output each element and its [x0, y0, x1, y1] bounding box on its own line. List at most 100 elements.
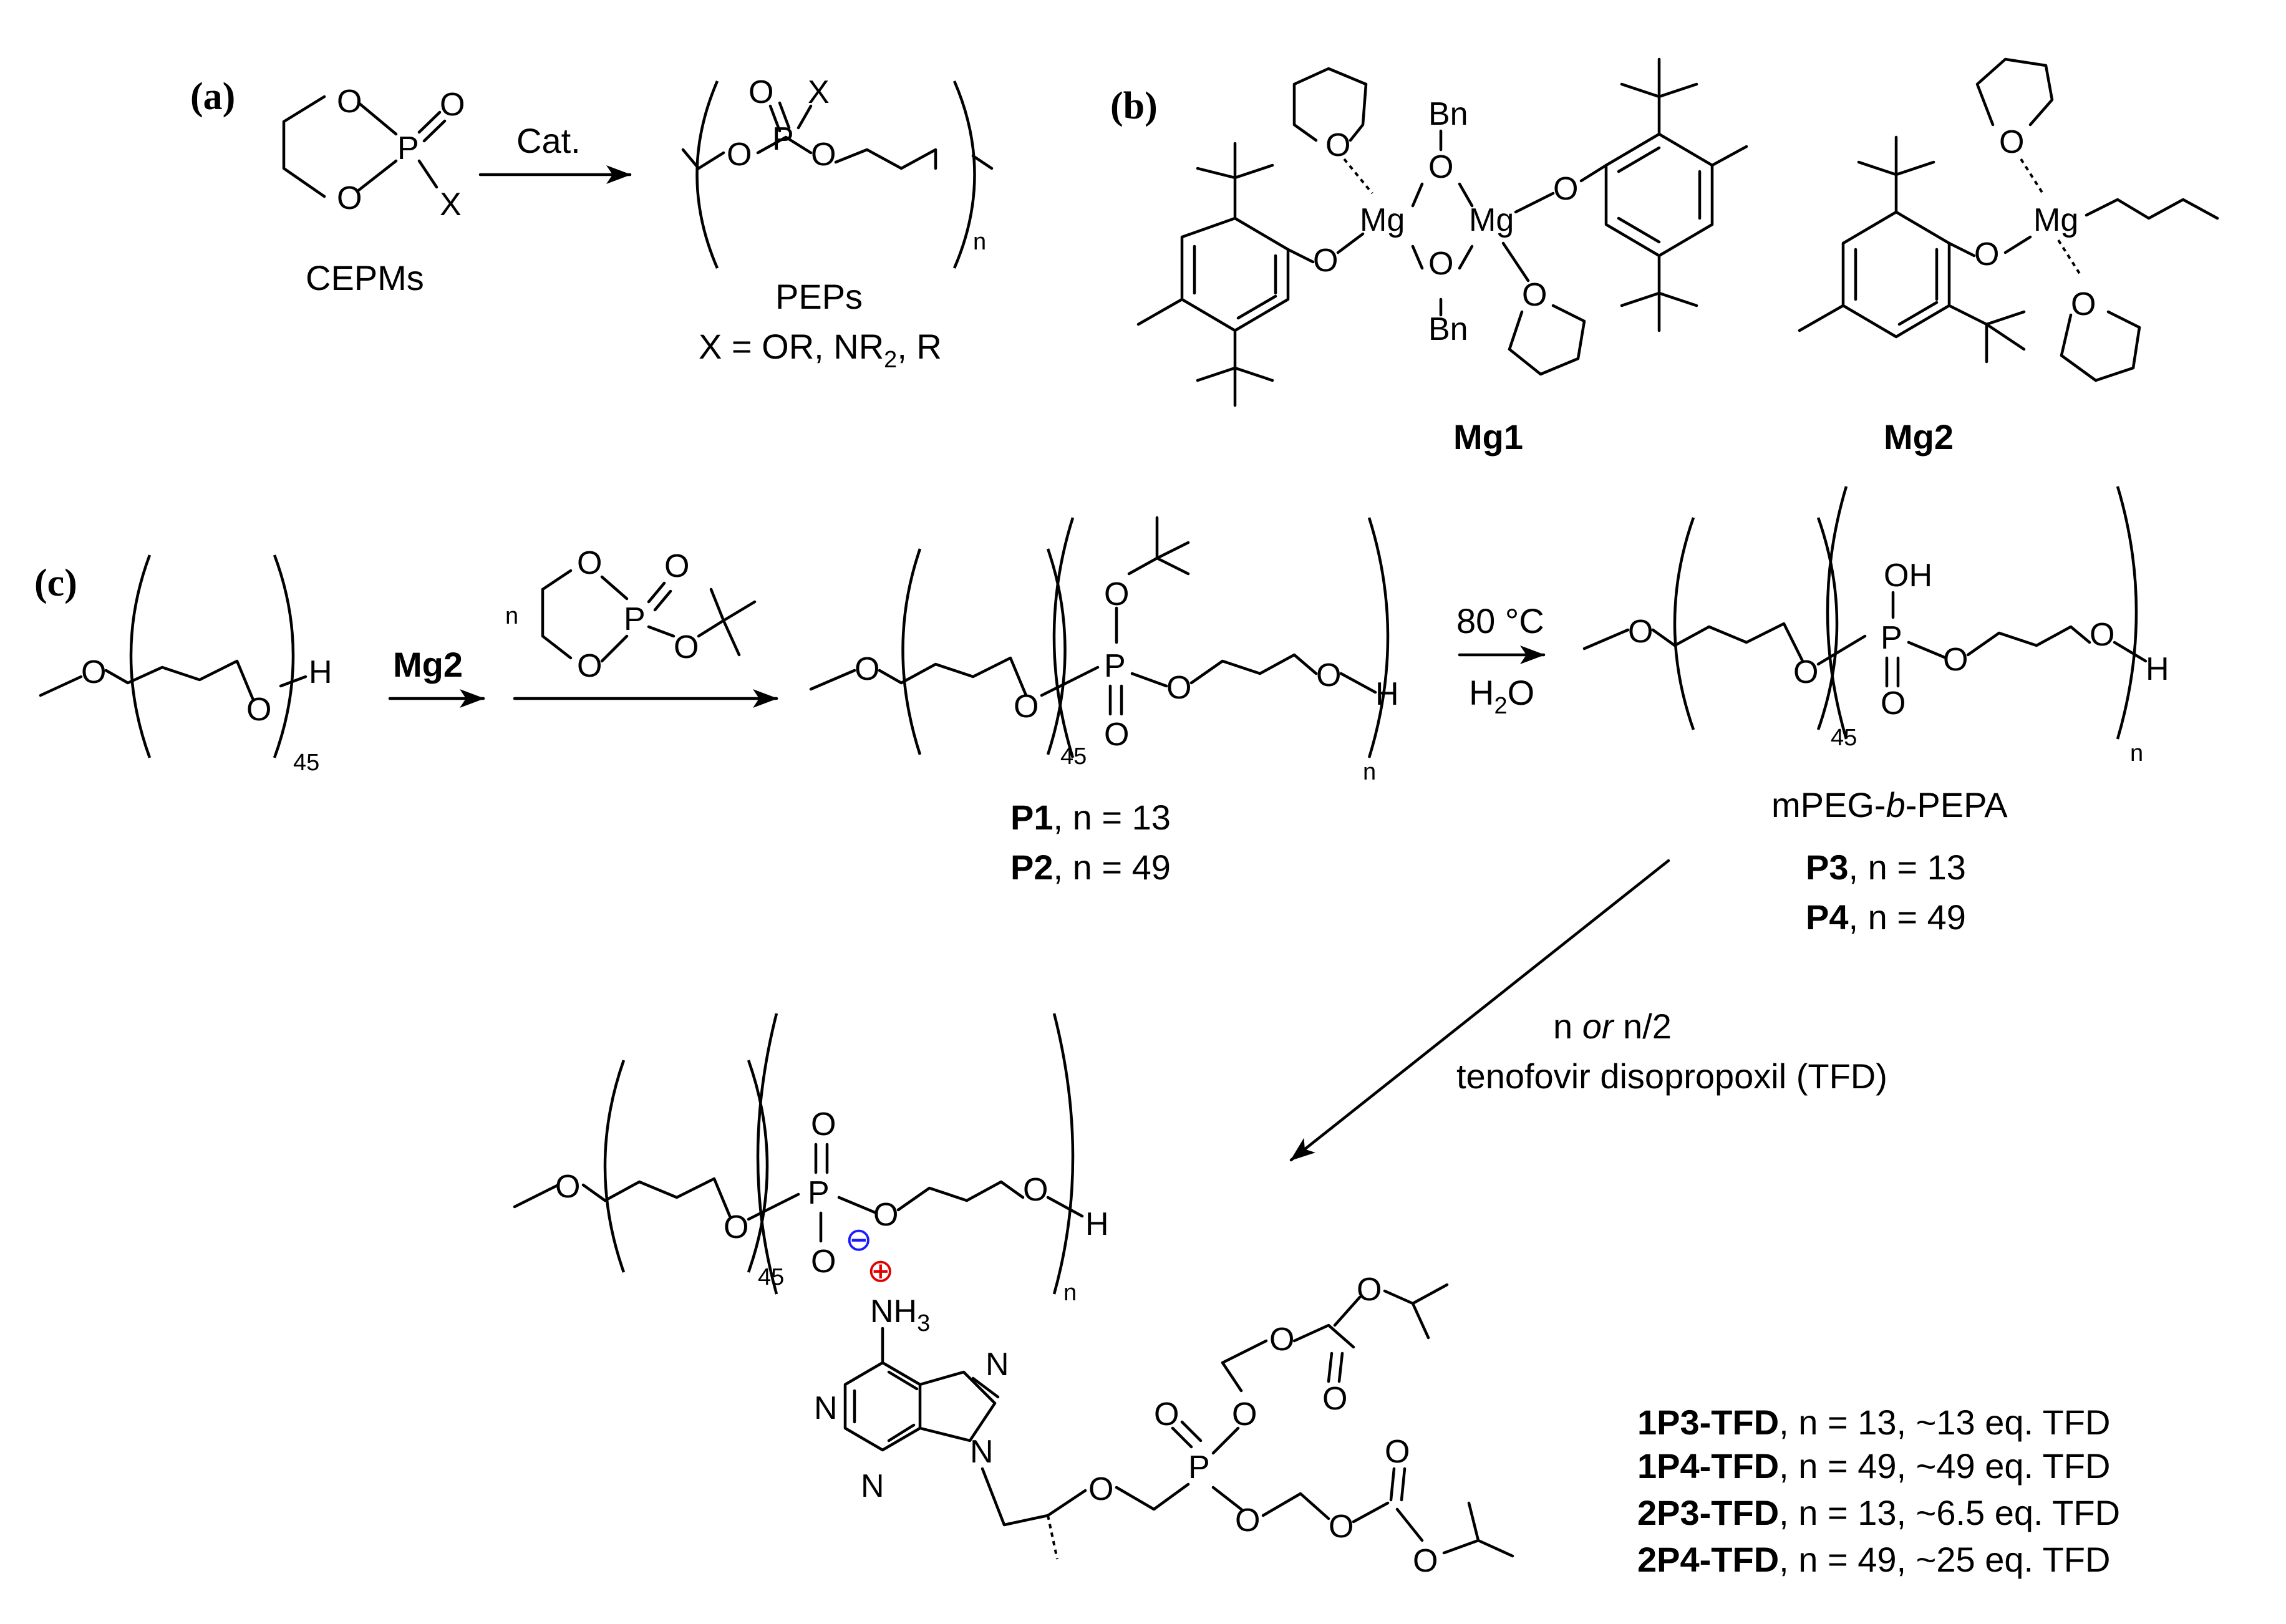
p3p4-structure: O O 45 P OH O O O H n — [1582, 486, 2169, 766]
p3-oh: OH — [1884, 558, 1932, 594]
purine-n9: N — [970, 1434, 994, 1470]
carb2-o2: O — [1385, 1434, 1410, 1470]
p3-o3: O — [1881, 685, 1906, 722]
mpeg-o2: O — [246, 692, 271, 728]
p3-o4: O — [1943, 642, 1968, 678]
purine-n1: N — [814, 1390, 838, 1426]
arrow-c4 — [1289, 859, 1670, 1162]
cepm-o2: O — [337, 180, 362, 216]
cepm-o1: O — [337, 84, 362, 120]
carb2-o3: O — [1413, 1543, 1438, 1579]
peps-label: PEPs — [775, 277, 863, 316]
mg1-thf2-o: O — [1522, 277, 1547, 313]
mono-p: P — [624, 601, 646, 637]
mg2-thf2-o: O — [2071, 286, 2096, 322]
product-3: 2P3-TFD, n = 13, ~6.5 eq. TFD — [1637, 1493, 2120, 1532]
mg1-oar1: O — [1313, 243, 1338, 279]
salt-p: P — [808, 1175, 830, 1211]
pep-n: n — [973, 229, 986, 255]
p1p2-structure: O O 45 P O O O O H n — [809, 516, 1399, 785]
product-list: 1P3-TFD, n = 13, ~13 eq. TFD 1P4-TFD, n … — [1637, 1403, 2120, 1579]
panel-c-label: (c) — [34, 562, 77, 604]
mg1-mg2: Mg — [1469, 202, 1514, 238]
panel-a: (a) O O P O X CEPMs Cat. O P — [190, 74, 994, 373]
mpeg-o1: O — [81, 654, 106, 690]
tfd-p-o: O — [1154, 1396, 1179, 1433]
p3-o2: O — [1793, 654, 1818, 690]
cat-label: Cat. — [516, 121, 581, 160]
panel-a-label: (a) — [190, 75, 235, 118]
tbu-monomer: n O O P O O — [505, 545, 757, 684]
salt-o6: O — [1023, 1172, 1048, 1208]
mg1-obn1: O — [1428, 149, 1453, 185]
p3-p: P — [1881, 620, 1902, 656]
cepm-x: X — [440, 186, 462, 223]
mg1-thf1-o: O — [1325, 127, 1350, 163]
mg1-bn1: Bn — [1428, 96, 1468, 132]
tfd-o-lower: O — [1235, 1502, 1260, 1539]
salt-o4: O — [811, 1244, 836, 1280]
p1-h: H — [1375, 676, 1399, 712]
mg2-label: Mg2 — [1884, 417, 1954, 457]
mono-o3: O — [664, 548, 689, 584]
pep-o1: O — [727, 137, 752, 173]
mpeg-45: 45 — [293, 750, 319, 776]
salt-o3: O — [811, 1106, 836, 1143]
p1-o3: O — [1104, 576, 1129, 612]
mpeg-oh: O O H 45 — [39, 554, 332, 776]
tfd-line2: tenofovir disopropoxil (TFD) — [1456, 1056, 1887, 1096]
p1-p: P — [1104, 648, 1126, 684]
pep-o2: O — [811, 137, 836, 173]
purine-n3: N — [861, 1468, 884, 1504]
product-1: 1P3-TFD, n = 13, ~13 eq. TFD — [1637, 1403, 2110, 1442]
product-4: 2P4-TFD, n = 49, ~25 eq. TFD — [1637, 1540, 2110, 1579]
mg2-mg: Mg — [2033, 202, 2078, 238]
pep-p: P — [772, 121, 794, 157]
nh3-label: NH3 — [870, 1293, 930, 1336]
pep-o3: O — [748, 74, 773, 110]
h2o-label: H2O — [1469, 673, 1534, 719]
product-2: 1P4-TFD, n = 49, ~49 eq. TFD — [1637, 1446, 2110, 1486]
mg2-thf1-o: O — [1999, 124, 2024, 160]
reagent-mg2: Mg2 — [393, 645, 463, 684]
mpeg-h: H — [309, 654, 332, 690]
mono-o4: O — [674, 629, 699, 665]
mg1-structure: O O Mg Mg O O Bn Bn O — [1136, 57, 1748, 407]
mg1-obn2: O — [1428, 246, 1453, 282]
mg1-bn2: Bn — [1428, 311, 1468, 347]
p3-label: P3, n = 13 — [1806, 848, 1966, 887]
salt-h: H — [1085, 1206, 1109, 1242]
p1-n: n — [1363, 759, 1376, 785]
tfd-line1: n or n/2 — [1553, 1007, 1672, 1046]
p1-o2: O — [1014, 689, 1039, 725]
p3-h: H — [2146, 651, 2169, 687]
cepm-o3: O — [440, 87, 465, 123]
mg2-structure: O Mg O O — [1798, 57, 2219, 382]
p1-o4: O — [1104, 717, 1129, 753]
mpeg-pepa-label: mPEG-b-PEPA — [1771, 785, 2008, 824]
p1-o5: O — [1166, 670, 1191, 706]
salt-o5: O — [873, 1197, 898, 1233]
salt-o1: O — [555, 1169, 580, 1205]
mono-o1: O — [577, 545, 602, 581]
tfd-o-upper: O — [1232, 1396, 1257, 1433]
tfd-p: P — [1188, 1449, 1210, 1486]
p1-o6: O — [1316, 657, 1341, 694]
purine-n7: N — [986, 1346, 1009, 1383]
mg2-oar: O — [1974, 236, 1999, 273]
x-definition: X = OR, NR2, R — [699, 327, 942, 373]
tfd-salt-structure: O O 45 P O O ⊖ O O H n ⊕ NH3 — [513, 1013, 1514, 1579]
cepm-structure: O O P O X — [282, 84, 465, 223]
salt-n: n — [1063, 1280, 1077, 1306]
pep-x: X — [808, 74, 830, 110]
carb1-o3: O — [1357, 1272, 1382, 1308]
mg1-label: Mg1 — [1453, 417, 1523, 457]
p1-label: P1, n = 13 — [1010, 798, 1171, 837]
ether-o: O — [1088, 1471, 1113, 1507]
anion-charge: ⊖ — [845, 1222, 873, 1258]
carb2-o1: O — [1329, 1509, 1354, 1545]
p2-label: P2, n = 49 — [1010, 848, 1171, 887]
p4-label: P4, n = 49 — [1806, 897, 1966, 937]
